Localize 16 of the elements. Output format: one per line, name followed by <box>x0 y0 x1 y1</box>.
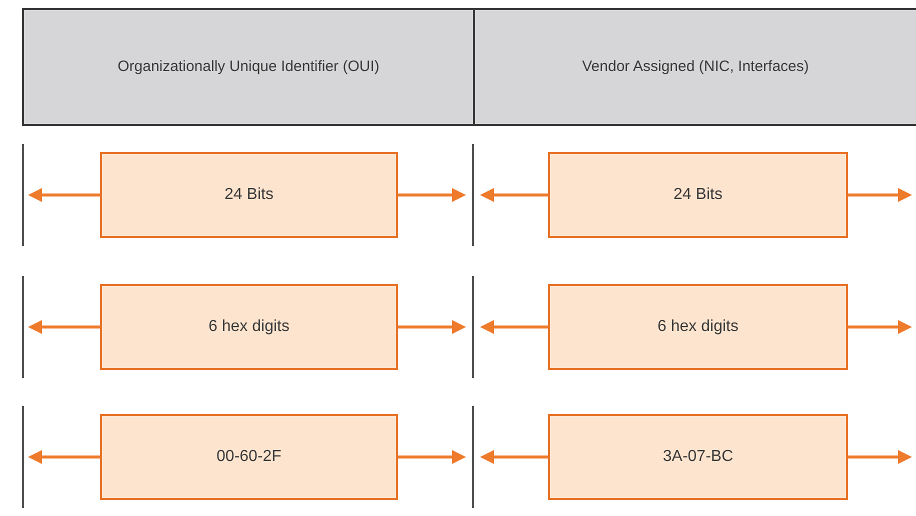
field-label: Organizationally Unique Identifier (OUI) <box>118 57 380 77</box>
field-label: 24 Bits <box>674 186 722 204</box>
field-label: Vendor Assigned (NIC, Interfaces) <box>582 57 809 77</box>
field-box <box>100 284 398 370</box>
field-box <box>100 414 398 500</box>
header-cell <box>22 8 475 126</box>
field-label: 00-60-2F <box>216 448 282 466</box>
field-label: 6 hex digits <box>658 318 738 336</box>
header-cell <box>473 8 916 126</box>
field-label: 3A-07-BC <box>662 448 734 466</box>
field-label: 6 hex digits <box>208 318 290 336</box>
field-box <box>548 152 848 238</box>
field-label: 24 Bits <box>224 186 274 204</box>
field-box <box>548 284 848 370</box>
field-box <box>100 152 398 238</box>
field-box <box>548 414 848 500</box>
